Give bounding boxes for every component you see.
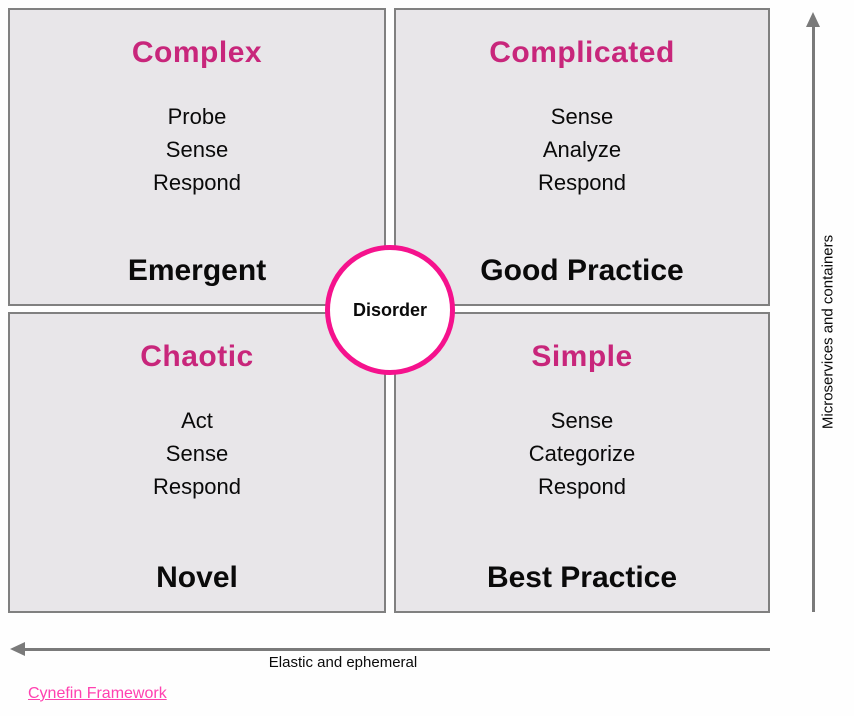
disorder-circle: Disorder — [325, 245, 455, 375]
step-line: Sense — [165, 441, 229, 466]
step-line: Analyze — [542, 137, 622, 162]
quadrant-practice-label: Emergent — [127, 254, 267, 287]
quadrant-chaotic: Chaotic Act Sense Respond Novel — [8, 312, 386, 613]
horizontal-axis-line — [24, 648, 770, 651]
quadrant-steps: Act Sense Respond — [153, 404, 241, 503]
quadrant-steps: Sense Categorize Respond — [529, 404, 635, 503]
quadrant-complicated: Complicated Sense Analyze Respond Good P… — [394, 8, 770, 306]
step-line: Act — [181, 408, 213, 433]
quadrant-title: Chaotic — [140, 340, 254, 373]
horizontal-axis-label: Elastic and ephemeral — [268, 654, 418, 671]
step-line: Categorize — [528, 441, 636, 466]
step-line: Probe — [167, 104, 227, 129]
quadrant-complex: Complex Probe Sense Respond Emergent — [8, 8, 386, 306]
step-line: Sense — [550, 104, 614, 129]
quadrant-title: Complex — [131, 36, 263, 69]
step-line: Sense — [550, 408, 614, 433]
step-line: Respond — [152, 170, 242, 195]
quadrant-practice-label: Good Practice — [480, 254, 684, 287]
quadrant-practice-label: Novel — [156, 561, 238, 594]
step-line: Respond — [537, 170, 627, 195]
quadrant-steps: Probe Sense Respond — [153, 100, 241, 199]
quadrant-title: Simple — [531, 340, 633, 373]
quadrant-steps: Sense Analyze Respond — [538, 100, 626, 199]
disorder-label: Disorder — [352, 299, 428, 320]
vertical-axis-line — [812, 22, 815, 612]
cynefin-framework-link[interactable]: Cynefin Framework — [28, 685, 167, 702]
quadrant-simple: Simple Sense Categorize Respond Best Pra… — [394, 312, 770, 613]
step-line: Respond — [537, 474, 627, 499]
vertical-axis-label: Microservices and containers — [819, 234, 837, 430]
step-line: Respond — [152, 474, 242, 499]
quadrant-title: Complicated — [489, 36, 675, 69]
left-arrow-icon — [10, 642, 25, 656]
step-line: Sense — [165, 137, 229, 162]
up-arrow-icon — [806, 12, 820, 27]
quadrant-practice-label: Best Practice — [486, 561, 678, 594]
